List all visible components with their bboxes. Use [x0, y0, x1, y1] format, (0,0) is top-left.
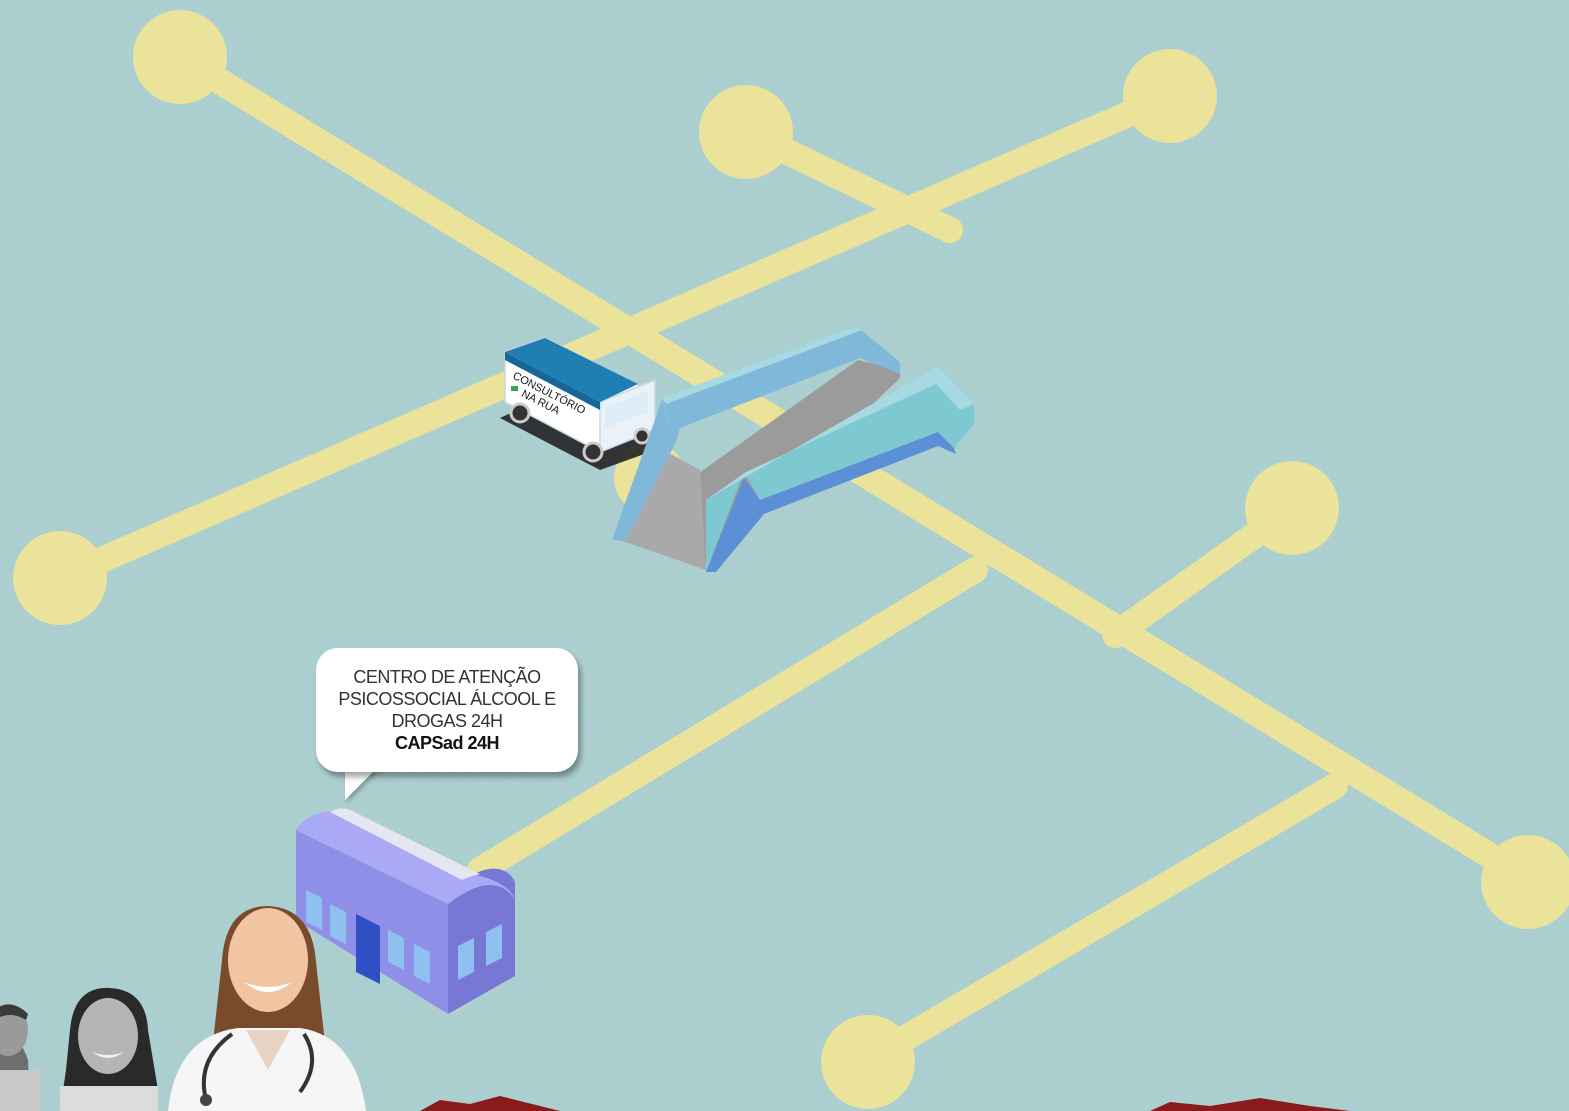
van-wheel — [635, 429, 649, 443]
van-wheel — [511, 404, 529, 422]
building-door — [356, 914, 380, 984]
path-node — [13, 531, 107, 625]
capsad-callout: CENTRO DE ATENÇÃO PSICOSSOCIAL ÁLCOOL E … — [316, 648, 578, 772]
callout-acronym: CAPSad 24H — [395, 732, 499, 754]
van-wheel — [584, 443, 602, 461]
van-logo — [511, 386, 518, 391]
callout-line: CENTRO DE ATENÇÃO — [353, 666, 540, 688]
path-node — [699, 85, 793, 179]
path-node — [1245, 461, 1339, 555]
callout-line: DROGAS 24H — [391, 710, 502, 732]
path-node — [133, 10, 227, 104]
path-node — [1123, 49, 1217, 143]
callout-line: PSICOSSOCIAL ÁLCOOL E — [338, 688, 555, 710]
path-node — [821, 1015, 915, 1109]
